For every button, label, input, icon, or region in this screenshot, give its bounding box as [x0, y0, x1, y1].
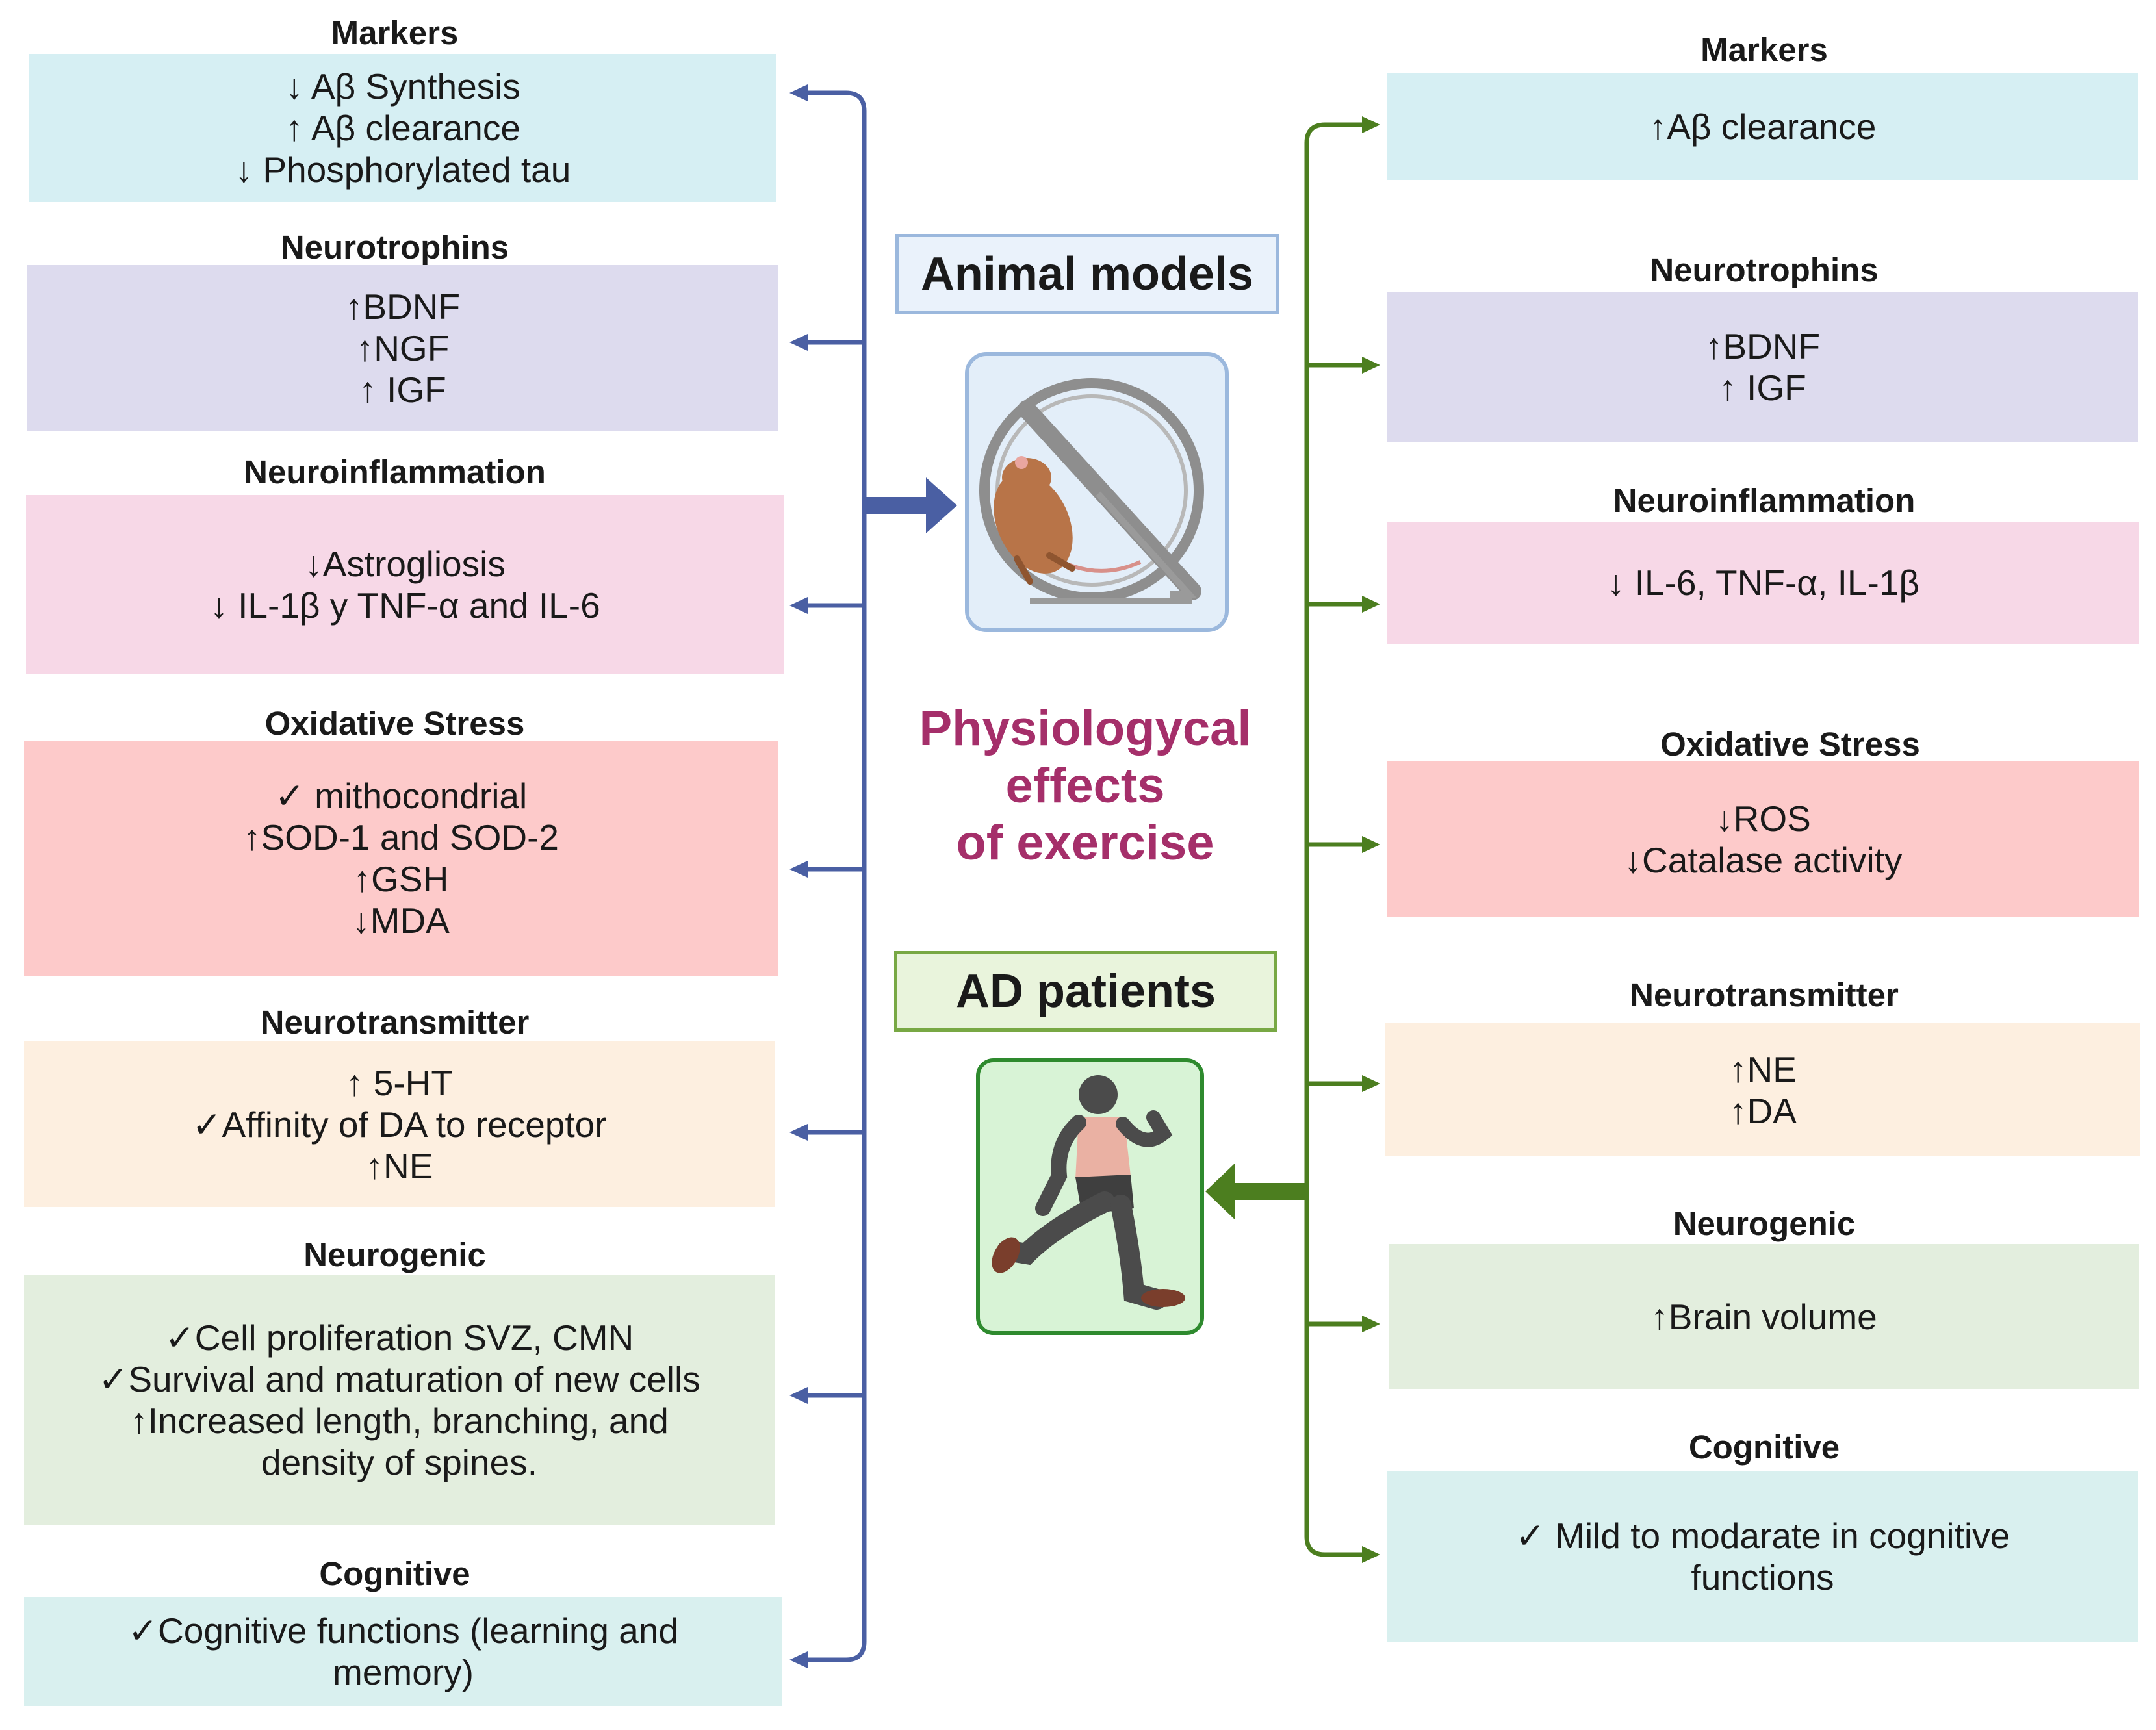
effect-line: ↑BDNF [1704, 326, 1821, 366]
diagram-title: Physiologycal effects of exercise [897, 700, 1274, 872]
right-neurotrophins-title: Neurotrophins [1650, 251, 1879, 288]
effect-line: ↑Aβ clearance [1649, 106, 1877, 147]
effect-line: ↓ IL-1β y TNF-α and IL-6 [210, 585, 600, 626]
right-neuroinflammation-title: Neuroinflammation [1613, 482, 1916, 519]
effect-line: ↑SOD-1 and SOD-2 [242, 817, 559, 858]
effect-line: functions [1691, 1557, 1834, 1597]
right-arrowhead [1362, 357, 1380, 374]
left-neurotrophins-box: ↑BDNF↑NGF↑ IGF [27, 265, 778, 431]
right-neurotransmitter-title: Neurotransmitter [1630, 976, 1899, 1013]
right-bracket [1304, 116, 1380, 1563]
left-neurotrophins-title: Neurotrophins [280, 229, 509, 266]
left-arrowhead [789, 84, 808, 101]
hamster-wheel-icon [965, 352, 1229, 632]
effect-line: ✓Cognitive functions (learning and [127, 1610, 679, 1651]
right-arrowhead [1362, 116, 1380, 133]
left-neuroinflammation-title: Neuroinflammation [244, 453, 546, 490]
left-cognitive-title: Cognitive [319, 1555, 470, 1592]
right-arrowhead [1362, 1075, 1380, 1092]
left-bracket-line [801, 90, 867, 1662]
left-arrowhead [789, 1124, 808, 1141]
right-neurotrophins-box: ↑BDNF↑ IGF [1387, 292, 2138, 442]
left-markers-title: Markers [331, 14, 459, 51]
right-markers-title: Markers [1700, 31, 1828, 68]
effect-line: ↓ Phosphorylated tau [235, 149, 571, 190]
effect-line: memory) [333, 1652, 474, 1692]
effect-line: ↓ROS [1715, 798, 1811, 839]
animal-arrow [864, 477, 957, 533]
effect-line: ✓Affinity of DA to receptor [192, 1104, 607, 1145]
effect-line: ↓Catalase activity [1624, 840, 1903, 880]
left-arrowhead [789, 597, 808, 614]
effect-line: density of spines. [261, 1442, 537, 1482]
ad-patients-label: AD patients [894, 951, 1277, 1032]
left-neurotransmitter-box: ↑ 5-HT✓Affinity of DA to receptor↑NE [24, 1041, 775, 1207]
patient-arrow [1205, 1164, 1305, 1219]
left-neurogenic-title: Neurogenic [303, 1236, 486, 1273]
left-arrowhead [789, 1387, 808, 1404]
effect-line: ↑ IGF [1719, 368, 1806, 408]
diagram-title-line: effects [1005, 758, 1165, 813]
right-neurotransmitter-box: ↑NE↑DA [1385, 1023, 2140, 1156]
left-bracket [789, 84, 867, 1668]
left-arrowhead [789, 861, 808, 878]
right-arrowhead [1362, 836, 1380, 853]
effect-line: ↓MDA [352, 900, 450, 941]
effect-line: ↑NE [1729, 1049, 1797, 1089]
effect-line: ✓Cell proliferation SVZ, CMN [164, 1317, 634, 1358]
right-neurogenic-title: Neurogenic [1673, 1205, 1856, 1242]
right-arrowhead [1362, 1316, 1380, 1332]
effect-line: ↑NGF [355, 328, 450, 368]
right-arrowhead [1362, 1546, 1380, 1563]
diagram-title-line: Physiologycal [919, 701, 1251, 756]
effect-line: ↑ 5-HT [346, 1062, 453, 1103]
left-arrowhead [789, 334, 808, 351]
left-neurogenic-box: ✓Cell proliferation SVZ, CMN✓Survival an… [24, 1275, 775, 1525]
diagram-title-line: of exercise [956, 815, 1214, 871]
left-oxidative-stress-box: ✓ mithocondrial↑SOD-1 and SOD-2↑GSH↓MDA [24, 741, 778, 976]
animal-models-label: Animal models [895, 234, 1279, 314]
right-cognitive-title: Cognitive [1688, 1429, 1840, 1466]
effect-line: ↑DA [1729, 1090, 1797, 1131]
effect-line: ↑GSH [353, 859, 449, 899]
right-bracket-line [1304, 122, 1365, 1557]
right-markers-box: ↑Aβ clearance [1387, 73, 2138, 180]
effect-line: ↑ IGF [359, 370, 446, 410]
right-oxidative-stress-box: ↓ROS↓Catalase activity [1387, 761, 2139, 917]
effect-line: ↓ Aβ Synthesis [285, 66, 520, 107]
effect-line: ↑ Aβ clearance [285, 108, 520, 148]
left-arrowhead [789, 1651, 808, 1668]
right-oxidative-stress-title: Oxidative Stress [1660, 726, 1920, 763]
left-neuroinflammation-box: ↓Astrogliosis↓ IL-1β y TNF-α and IL-6 [26, 495, 784, 674]
right-neurogenic-box: ↑Brain volume [1389, 1244, 2139, 1389]
effect-line: ↑Increased length, branching, and [130, 1401, 669, 1441]
effect-line: ✓ Mild to modarate in cognitive [1515, 1516, 2010, 1556]
effect-line: ↑NE [365, 1145, 433, 1186]
effect-line: ↑BDNF [344, 286, 461, 327]
running-person-icon [976, 1058, 1204, 1335]
effect-line: ↓Astrogliosis [305, 543, 506, 584]
left-oxidative-stress-title: Oxidative Stress [264, 705, 525, 742]
right-arrowhead [1362, 596, 1380, 613]
effect-line: ✓Survival and maturation of new cells [98, 1359, 700, 1399]
effect-line: ↓ IL-6, TNF-α, IL-1β [1606, 563, 1920, 603]
effect-line: ✓ mithocondrial [274, 776, 528, 816]
right-neuroinflammation-box: ↓ IL-6, TNF-α, IL-1β [1387, 522, 2139, 644]
effect-line: ↑Brain volume [1650, 1296, 1877, 1337]
left-markers-box: ↓ Aβ Synthesis↑ Aβ clearance↓ Phosphoryl… [29, 54, 776, 202]
left-neurotransmitter-title: Neurotransmitter [260, 1004, 530, 1041]
